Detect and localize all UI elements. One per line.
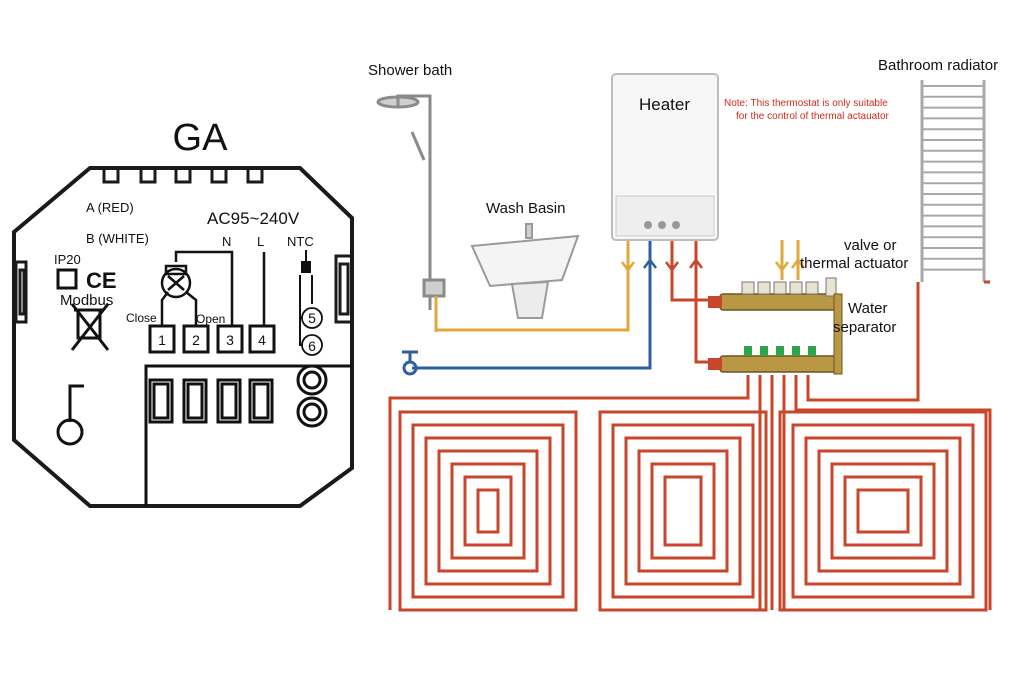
loop-1-ring-3 xyxy=(424,436,552,586)
valve-label-line-1: valve or xyxy=(844,237,897,254)
terminal-3: 3 xyxy=(226,332,234,348)
rs485-b-label: B (WHITE) xyxy=(86,231,149,246)
valve-label-line-2: thermal actuator xyxy=(800,255,908,272)
terminal-wiring xyxy=(160,250,266,326)
cold-water-valve-icon xyxy=(402,350,418,376)
loop-3-ring-1 xyxy=(778,410,988,612)
loop-2-ring-3 xyxy=(624,436,742,586)
bathroom-radiator-icon xyxy=(920,80,990,284)
loop-1-ring-4 xyxy=(437,449,539,573)
manifold-feed-pipes xyxy=(388,282,992,610)
heater-label: Heater xyxy=(639,95,690,114)
label-close: Close xyxy=(126,311,157,325)
thermostat-wiring-panel: GA A (RED) B (WHITE) AC95~240V N L NTC I… xyxy=(12,117,354,508)
heater-boiler-icon xyxy=(611,73,719,241)
loop-3-ring-3 xyxy=(804,436,962,586)
loop-3-ring-5 xyxy=(830,462,936,560)
actuator-icon xyxy=(160,264,192,299)
ntc-terminal-6 xyxy=(301,334,323,356)
label-open: Open xyxy=(196,312,225,326)
shower-icon xyxy=(376,94,446,332)
terminal-1: 1 xyxy=(158,332,166,348)
loop-1-ring-2 xyxy=(411,423,565,599)
shower-label: Shower bath xyxy=(368,62,452,79)
loop-1-ring-7 xyxy=(476,488,500,534)
loop-1-ring-6 xyxy=(463,475,513,547)
radiator-label: Bathroom radiator xyxy=(878,57,998,74)
label-ntc: NTC xyxy=(287,234,314,249)
ce-mark-icon: CE xyxy=(86,268,117,293)
ntc-terminal-5-label: 5 xyxy=(308,310,316,326)
loop-3-ring-2 xyxy=(791,423,975,599)
heating-system-panel: Shower bath Heater Note: This thermostat… xyxy=(368,57,998,612)
water-separator-manifold xyxy=(708,277,843,375)
wash-basin-label: Wash Basin xyxy=(486,200,565,217)
loop-2-ring-5 xyxy=(650,462,716,560)
loop-2-ring-4 xyxy=(637,449,729,573)
loop-2-ring-6 xyxy=(663,475,703,547)
ip20-square-icon xyxy=(56,268,78,290)
side-clips xyxy=(14,254,354,324)
note-line-2: for the control of thermal actauator xyxy=(736,111,890,122)
actuator-supply-pipes xyxy=(780,240,800,280)
note-line-1: Note: This thermostat is only suitable xyxy=(724,98,888,109)
ntc-terminal-6-label: 6 xyxy=(308,338,316,354)
weee-bin-icon xyxy=(70,303,110,351)
loop-3-ring-7 xyxy=(856,488,910,534)
thermostat-body xyxy=(12,166,354,508)
ip-rating-label: IP20 xyxy=(54,252,81,267)
model-title: GA xyxy=(173,117,229,159)
wash-basin-icon xyxy=(470,223,580,319)
ntc-sensor-icon xyxy=(299,250,313,346)
loop-1-ring-5 xyxy=(450,462,526,560)
top-tabs xyxy=(102,166,264,184)
separator-label-line-2: separator xyxy=(833,319,896,336)
ntc-terminal-5 xyxy=(301,307,323,329)
loop-3-ring-4 xyxy=(817,449,949,573)
supply-voltage-label: AC95~240V xyxy=(207,209,300,228)
connector-frame xyxy=(144,364,352,506)
terminal-block: 1 2 3 4 xyxy=(148,324,276,354)
loop-2-ring-1 xyxy=(598,410,768,612)
label-n: N xyxy=(222,234,231,249)
terminal-4: 4 xyxy=(258,332,266,348)
loop-2-ring-2 xyxy=(611,423,755,599)
rs485-a-label: A (RED) xyxy=(86,200,134,215)
loop-3-ring-6 xyxy=(843,475,923,547)
key-icon xyxy=(56,384,84,446)
terminal-2: 2 xyxy=(192,332,200,348)
label-l: L xyxy=(257,234,264,249)
loop-1-ring-1 xyxy=(398,410,578,612)
separator-label-line-1: Water xyxy=(848,300,887,317)
floor-heating-loops xyxy=(398,410,988,612)
